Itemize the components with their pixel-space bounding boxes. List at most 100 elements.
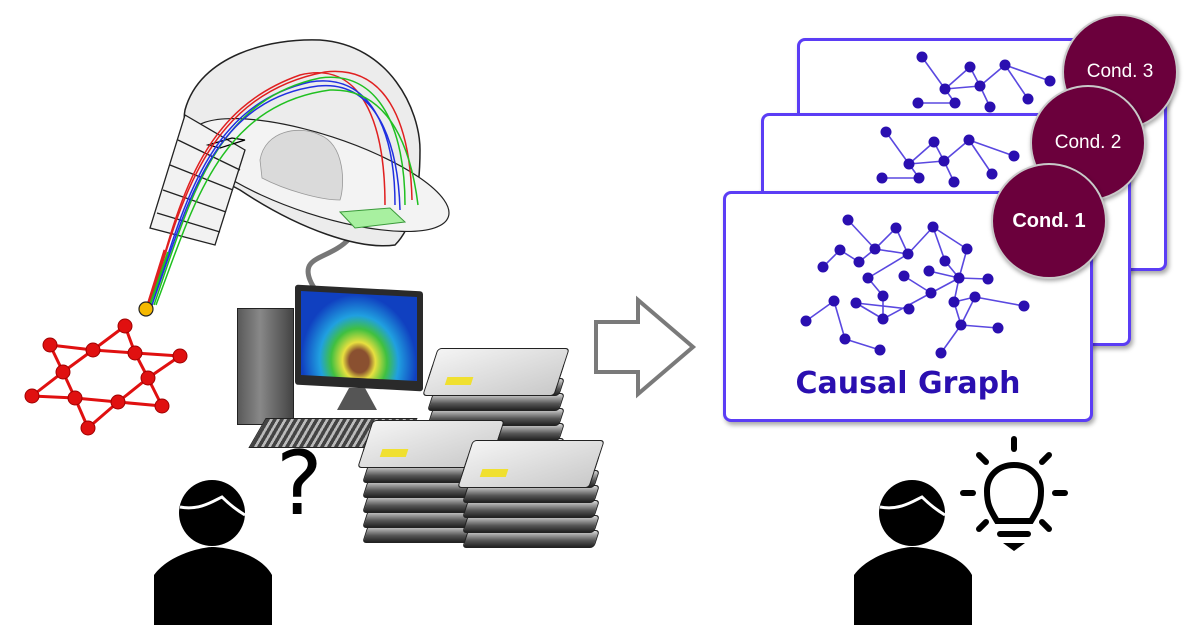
lightbulb-icon <box>960 436 1068 551</box>
lattice-atom <box>55 364 71 380</box>
graph-node <box>839 333 851 345</box>
graph-node <box>913 172 925 184</box>
graph-node <box>949 97 961 109</box>
graph-node <box>986 168 998 180</box>
graph-node <box>1044 75 1056 87</box>
person-icon <box>854 480 972 625</box>
graph-edge <box>968 139 1015 157</box>
graph-edge <box>908 160 945 165</box>
graph-edge <box>932 226 946 262</box>
lattice-atom <box>127 345 143 361</box>
drive-label <box>379 449 409 457</box>
graph-node <box>974 80 986 92</box>
badge-label: Cond. 1 <box>1012 209 1086 232</box>
graph-edge <box>940 324 962 354</box>
lattice-atom <box>154 398 170 414</box>
drive-label <box>444 377 474 385</box>
graph-edge <box>874 248 909 255</box>
person-icon <box>154 480 272 625</box>
lattice-atom <box>117 318 133 334</box>
lattice-atom <box>85 342 101 358</box>
graph-node <box>876 172 888 184</box>
graph-node <box>903 303 915 315</box>
monitor-stand <box>337 388 377 410</box>
graph-node <box>869 243 881 255</box>
right-arrow-icon <box>594 295 697 399</box>
graph-edge <box>974 296 1025 307</box>
graph-node <box>992 322 1004 334</box>
graph-node <box>938 155 950 167</box>
condition-badge-1: Cond. 1 <box>991 163 1107 279</box>
lattice-atom <box>67 390 83 406</box>
graph-node <box>800 315 812 327</box>
hard-drive <box>457 440 605 488</box>
graph-node <box>828 295 840 307</box>
lattice-atom <box>42 337 58 353</box>
graph-node <box>853 256 865 268</box>
graph-edge <box>960 324 999 329</box>
lattice-atom <box>110 394 126 410</box>
graph-edge <box>944 66 971 90</box>
graph-node <box>925 287 937 299</box>
graph-node <box>928 136 940 148</box>
graph-node <box>969 291 981 303</box>
graph-node <box>877 313 889 325</box>
graph-node <box>912 97 924 109</box>
graph-edge <box>805 300 835 322</box>
graph-node <box>955 319 967 331</box>
computer-tower <box>237 308 294 425</box>
lattice-atom <box>80 420 96 436</box>
graph-edge <box>855 302 910 310</box>
graph-node <box>877 290 889 302</box>
lattice-atom <box>140 370 156 386</box>
lattice-atom <box>172 348 188 364</box>
graph-node <box>1022 93 1034 105</box>
graph-node <box>880 126 892 138</box>
graph-node <box>874 344 886 356</box>
graph-node <box>890 222 902 234</box>
graph-edge <box>1004 64 1051 82</box>
computer-icon <box>237 284 427 458</box>
hard-drive <box>422 348 570 396</box>
graph-node <box>842 214 854 226</box>
graph-node <box>963 134 975 146</box>
causal-graph-title: Causal Graph <box>795 366 1021 401</box>
graph-edge <box>867 253 909 279</box>
graph-node <box>964 61 976 73</box>
causal-graph-1 <box>800 214 1030 359</box>
graph-node <box>834 244 846 256</box>
drive-label <box>479 469 509 477</box>
graph-edge <box>932 226 968 250</box>
causal-graph-3 <box>912 51 1056 113</box>
graph-node <box>850 297 862 309</box>
graph-node <box>953 272 965 284</box>
graph-node <box>1008 150 1020 162</box>
graph-edge <box>907 226 934 255</box>
question-mark: ? <box>276 432 323 535</box>
graph-node <box>903 158 915 170</box>
graph-edge <box>1004 64 1029 100</box>
graph-edge <box>847 219 876 250</box>
graph-node <box>1018 300 1030 312</box>
graph-node <box>939 83 951 95</box>
graph-node <box>948 176 960 188</box>
badge-label: Cond. 2 <box>1054 132 1122 153</box>
graph-node <box>961 243 973 255</box>
graph-node <box>902 248 914 260</box>
graph-node <box>927 221 939 233</box>
graph-node <box>898 270 910 282</box>
lattice-bond <box>134 351 181 358</box>
sample-point <box>138 301 154 317</box>
badge-label: Cond. 3 <box>1086 61 1154 82</box>
causal-graph-2 <box>876 126 1020 188</box>
graph-node <box>862 272 874 284</box>
graph-node <box>999 59 1011 71</box>
graph-edge <box>968 139 993 175</box>
graph-node <box>923 265 935 277</box>
graph-edge <box>844 338 881 351</box>
graph-node <box>984 101 996 113</box>
graph-edge <box>921 56 946 90</box>
lattice-atom <box>24 388 40 404</box>
